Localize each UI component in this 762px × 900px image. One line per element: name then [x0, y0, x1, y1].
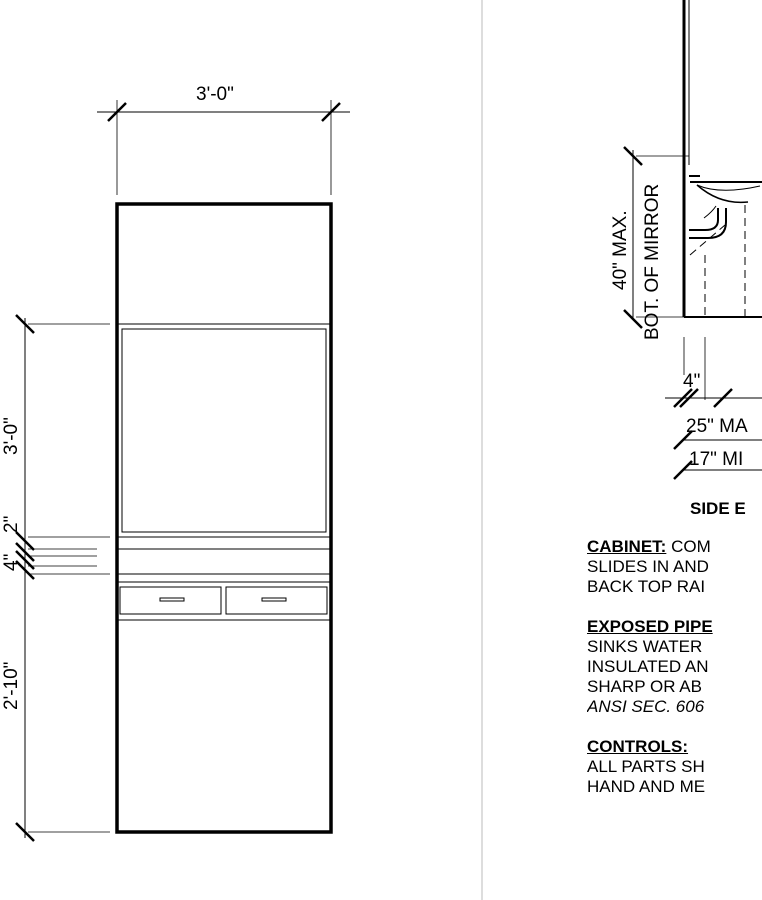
dim-4in-label: 4"	[683, 371, 700, 392]
cabinet-note-line: BACK TOP RAI	[587, 577, 706, 596]
height-dimension-labels: 3'-0" 2" 4" 2'-10"	[1, 417, 22, 710]
dim-17in-min-label: 17" MI	[689, 449, 743, 470]
controls-note-line: ALL PARTS SH	[587, 757, 705, 776]
counter-4in-label: 4"	[1, 554, 22, 571]
cabinet-note-first-line: CABINET: COM	[587, 537, 762, 557]
base-height-label: 2'-10"	[1, 662, 22, 710]
max-40in-label: 40" MAX.	[610, 210, 631, 290]
cabinet-note-text: COM	[666, 537, 711, 556]
controls-note: CONTROLS: ALL PARTS SH HAND AND ME	[587, 737, 762, 797]
gap-2in-label: 2"	[1, 516, 22, 533]
width-dimension-label: 3'-0"	[196, 84, 234, 105]
cabinet-note-line: SLIDES IN AND	[587, 557, 709, 576]
cabinet-note: CABINET: COM SLIDES IN AND BACK TOP RAI	[587, 537, 762, 597]
dim-25in-max-label: 25" MA	[686, 416, 748, 437]
ansi-reference: ANSI SEC. 606	[587, 697, 705, 716]
front-elevation	[15, 100, 350, 842]
bottom-of-mirror-label: BOT. OF MIRROR	[642, 184, 663, 340]
exposed-pipe-note-line: SHARP OR AB	[587, 677, 702, 696]
side-elevation-labels: 40" MAX. BOT. OF MIRROR 4" 25" MA 17" MI…	[610, 184, 748, 518]
side-elevation	[623, 0, 762, 480]
exposed-pipe-note-heading: EXPOSED PIPE	[587, 617, 713, 636]
exposed-pipe-note: EXPOSED PIPE SINKS WATER INSULATED AN SH…	[587, 617, 762, 717]
mirror-height-label: 3'-0"	[1, 417, 22, 455]
side-elevation-title: SIDE E	[690, 499, 746, 518]
exposed-pipe-note-line: INSULATED AN	[587, 657, 709, 676]
controls-note-line: HAND AND ME	[587, 777, 706, 796]
cabinet-note-heading: CABINET:	[587, 537, 667, 556]
exposed-pipe-note-line: SINKS WATER	[587, 637, 703, 656]
controls-note-heading: CONTROLS:	[587, 737, 689, 756]
specification-notes: CABINET: COM SLIDES IN AND BACK TOP RAI …	[587, 537, 762, 817]
